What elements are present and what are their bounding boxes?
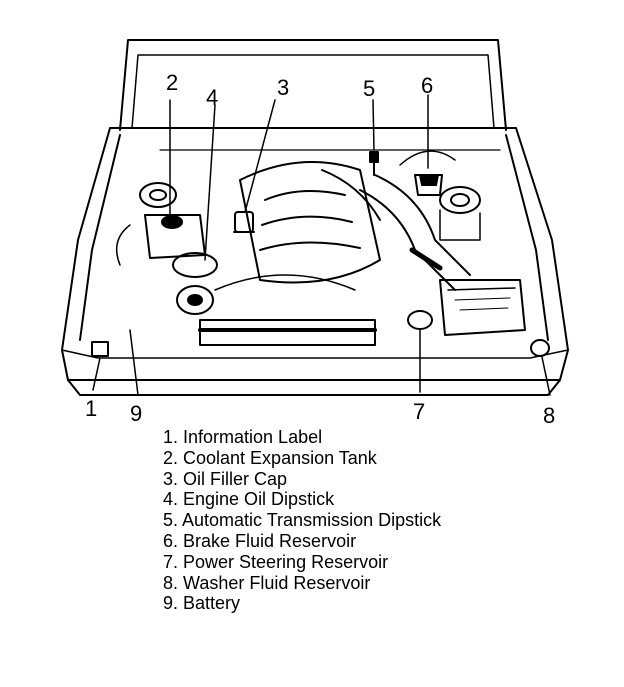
legend-item: 9. Battery xyxy=(163,593,241,614)
hood-outline xyxy=(119,39,507,151)
leader-1 xyxy=(92,357,101,391)
leader-lines xyxy=(92,94,551,396)
coolant-expansion-tank xyxy=(115,214,206,266)
leader-4 xyxy=(204,104,216,261)
callout-5: 5 xyxy=(363,76,376,101)
washer-fluid-reservoir xyxy=(530,339,550,357)
leader-3 xyxy=(244,99,276,213)
callout-6: 6 xyxy=(421,73,434,98)
callout-8: 8 xyxy=(543,403,556,428)
legend-item: 5. Automatic Transmission Dipstick xyxy=(163,510,442,531)
callout-9: 9 xyxy=(130,401,143,426)
oil-filler-cap xyxy=(233,211,255,233)
leader-5 xyxy=(372,99,375,151)
body-outline xyxy=(61,127,569,396)
component-legend: 1. Information Label 2. Coolant Expansio… xyxy=(163,427,441,614)
legend-item: 3. Oil Filler Cap xyxy=(163,468,288,489)
callout-1: 1 xyxy=(85,396,98,421)
callout-2: 2 xyxy=(166,70,179,95)
power-steering-reservoir xyxy=(407,310,433,330)
leader-8 xyxy=(541,356,551,396)
legend-item: 1. Information Label xyxy=(163,427,323,447)
air-intake-hose xyxy=(359,174,471,291)
legend-item: 4. Engine Oil Dipstick xyxy=(163,489,335,510)
intake-manifold xyxy=(239,161,381,284)
strut-tower-left xyxy=(139,182,177,208)
transmission-dipstick xyxy=(369,151,379,176)
legend-item: 8. Washer Fluid Reservoir xyxy=(163,572,371,593)
information-label xyxy=(91,341,109,357)
leader-9 xyxy=(129,329,139,396)
radiator xyxy=(198,274,377,346)
callout-7: 7 xyxy=(413,399,426,424)
legend-item: 6. Brake Fluid Reservoir xyxy=(163,530,357,551)
strut-tower-right xyxy=(439,186,481,241)
pulleys xyxy=(172,252,218,315)
legend-item: 7. Power Steering Reservoir xyxy=(163,551,389,572)
legend-item: 2. Coolant Expansion Tank xyxy=(163,447,377,468)
callout-3: 3 xyxy=(277,75,290,100)
engine-bay-illustration xyxy=(61,39,569,396)
callout-4: 4 xyxy=(206,85,219,110)
battery xyxy=(439,279,526,336)
